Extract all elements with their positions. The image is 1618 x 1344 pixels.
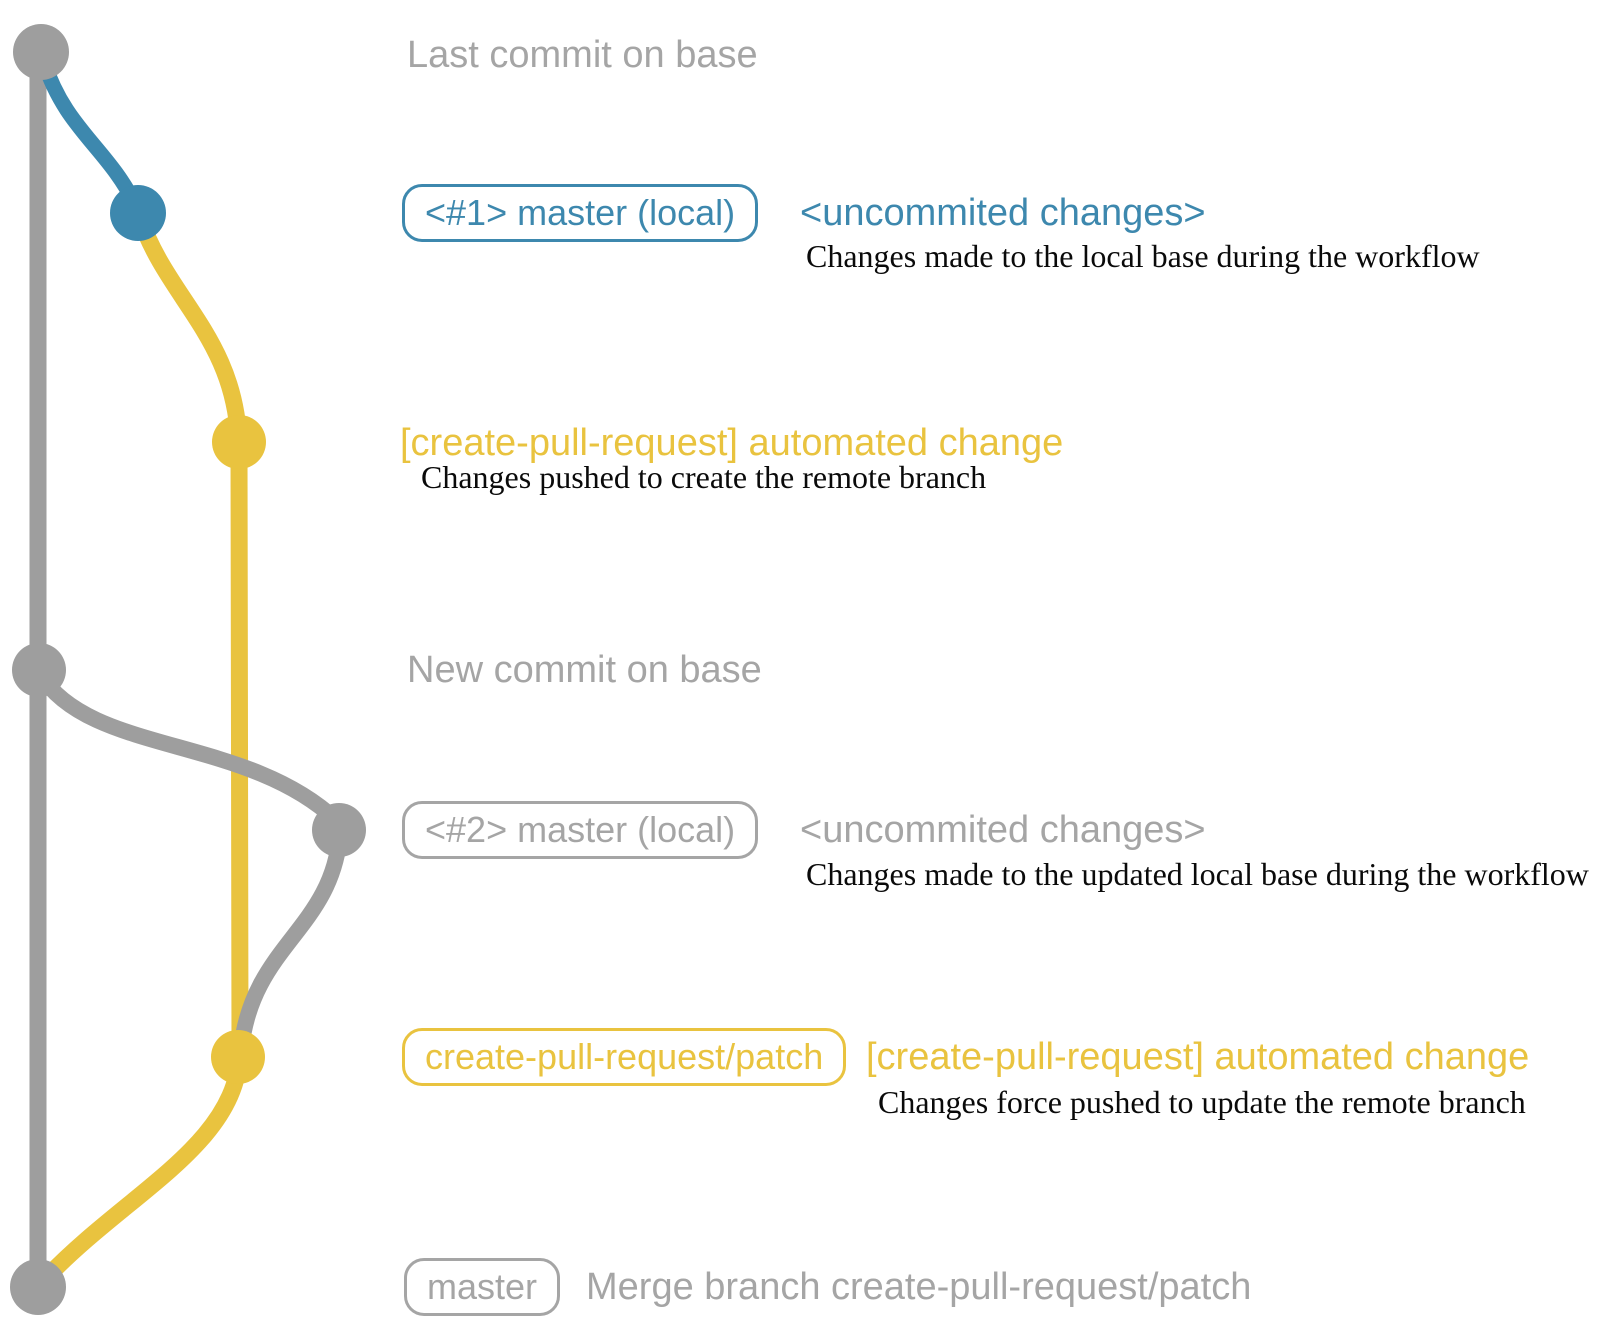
heading-uncommitted-changes-2: <uncommited changes>: [800, 809, 1206, 851]
commit-node-merge: [10, 1259, 66, 1315]
commit-node-local-1: [110, 185, 166, 241]
commit-node-base-last: [13, 24, 69, 80]
row-label-last-commit: Last commit on base: [407, 34, 758, 76]
commit-node-patch-force-push: [211, 1030, 265, 1084]
desc-local-2: Changes made to the updated local base d…: [806, 856, 1589, 892]
badge-master: master: [404, 1258, 561, 1316]
heading-uncommitted-changes-1: <uncommited changes>: [800, 192, 1206, 234]
commit-node-base-new: [12, 643, 66, 697]
heading-automated-change-2: [create-pull-request] automated change: [866, 1036, 1530, 1078]
desc-local-1: Changes made to the local base during th…: [806, 238, 1480, 274]
local2-branch-path-upper: [32, 666, 344, 828]
commit-node-local-2: [312, 803, 366, 857]
heading-automated-change-1: [create-pull-request] automated change: [400, 422, 1064, 464]
patch-branch-path: [37, 209, 249, 1287]
local1-branch-path: [36, 54, 144, 214]
badge-master-local-2: <#2> master (local): [402, 801, 759, 859]
heading-merge-branch: Merge branch create-pull-request/patch: [586, 1266, 1252, 1308]
commit-node-patch-push: [212, 415, 266, 469]
desc-push-1: Changes pushed to create the remote bran…: [421, 459, 987, 495]
badge-patch-branch: create-pull-request/patch: [402, 1028, 847, 1086]
badge-master-local-1: <#1> master (local): [402, 184, 759, 242]
local2-branch-path-lower: [233, 826, 348, 1058]
row-label-new-commit: New commit on base: [407, 649, 762, 691]
desc-push-2: Changes force pushed to update the remot…: [878, 1084, 1526, 1120]
